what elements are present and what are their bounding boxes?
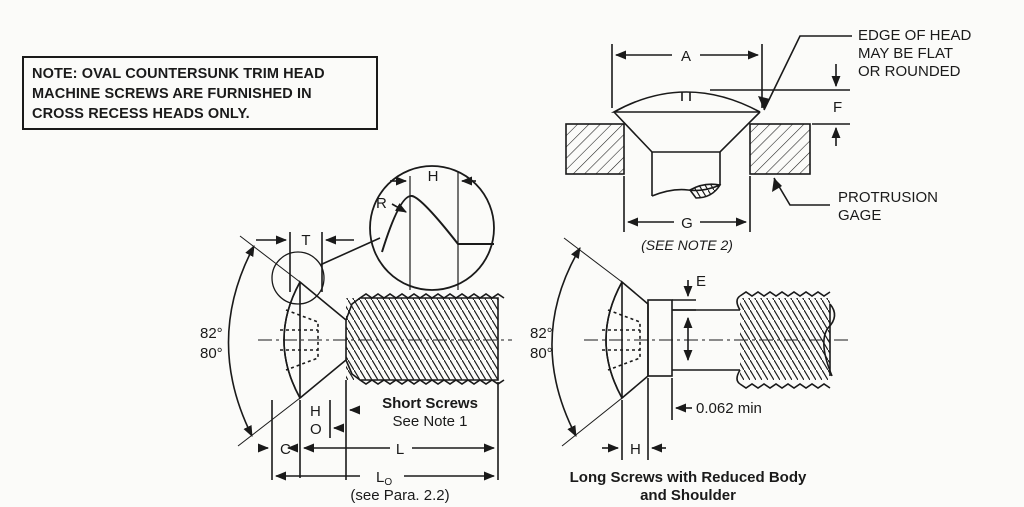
long-screw xyxy=(551,237,850,460)
short-screws-sub: See Note 1 xyxy=(392,413,467,430)
protrusion-gage-line-2: GAGE xyxy=(838,207,881,224)
short-screw xyxy=(227,232,512,481)
dim-h-detail: H xyxy=(428,168,439,185)
dim-a: A xyxy=(681,48,691,65)
dim-min-shoulder: 0.062 min xyxy=(696,400,762,417)
angle-82-right: 82° xyxy=(530,325,553,342)
dim-o: O xyxy=(310,421,322,438)
para-ref: (see Para. 2.2) xyxy=(350,487,449,504)
dim-lo-main: L xyxy=(376,469,384,486)
protrusion-gage-line-1: PROTRUSION xyxy=(838,189,938,206)
edge-of-head-line-2: MAY BE FLAT xyxy=(858,45,953,62)
angle-80-right: 80° xyxy=(530,345,553,362)
note-line-2: MACHINE SCREWS ARE FURNISHED IN xyxy=(32,86,312,102)
gage-screw-countersink xyxy=(613,111,761,153)
edge-of-head-line-1: EDGE OF HEAD xyxy=(858,27,972,44)
dim-e: E xyxy=(696,273,706,290)
short-screws-title: Short Screws xyxy=(382,395,478,412)
gage-view xyxy=(565,35,852,232)
dim-h-long: H xyxy=(630,441,641,458)
detail-view xyxy=(369,165,495,291)
dim-t: T xyxy=(301,232,310,249)
gage-screw-oval-top xyxy=(610,91,761,113)
see-note-2: (SEE NOTE 2) xyxy=(641,237,733,253)
dim-lo-sub: O xyxy=(384,477,392,488)
note-line-3: CROSS RECESS HEADS ONLY. xyxy=(32,106,250,122)
angle-80-left: 80° xyxy=(200,345,223,362)
gage-block-right xyxy=(749,123,811,175)
gage-shank-break xyxy=(688,183,722,199)
note-line-1: NOTE: OVAL COUNTERSUNK TRIM HEAD xyxy=(32,66,325,82)
dim-lo: LO xyxy=(376,469,392,488)
long-screws-title-1: Long Screws with Reduced Body xyxy=(570,469,807,486)
note-box: NOTE: OVAL COUNTERSUNK TRIM HEAD MACHINE… xyxy=(22,56,378,130)
dim-r: R xyxy=(376,195,387,212)
edge-of-head-line-3: OR ROUNDED xyxy=(858,63,961,80)
dim-f: F xyxy=(833,99,842,116)
dim-c: C xyxy=(280,441,291,458)
long-screws-title-2: and Shoulder xyxy=(640,487,736,504)
angle-82-left: 82° xyxy=(200,325,223,342)
dim-g: G xyxy=(681,215,693,232)
dim-h-short: H xyxy=(310,403,321,420)
gage-block-left xyxy=(565,123,625,175)
dim-l: L xyxy=(396,441,404,458)
